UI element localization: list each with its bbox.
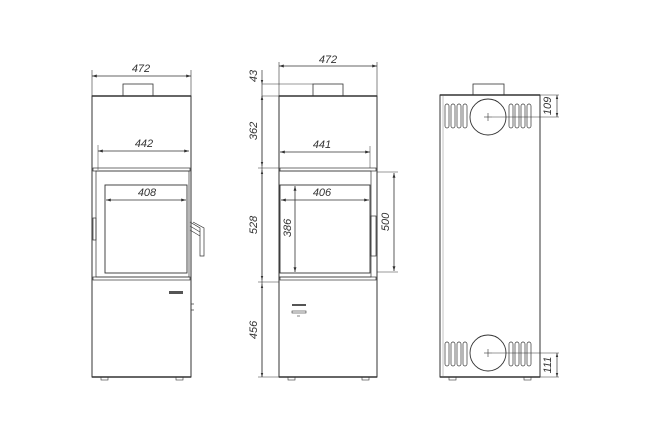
- side-inner-width-label: 441: [313, 139, 331, 151]
- side-foot-left: [287, 376, 296, 381]
- back-foot-right: [523, 376, 532, 381]
- side-foot-right: [361, 376, 370, 381]
- front-view-labels: 472 442 408: [132, 63, 157, 199]
- back-top-vents-right: [508, 103, 532, 129]
- side-view: [258, 62, 398, 381]
- side-door-height-label: 500: [380, 212, 392, 231]
- side-flue-cap: [312, 83, 344, 97]
- front-label-plate: [169, 291, 183, 294]
- side-overall-width-label: 472: [319, 54, 337, 66]
- side-lower-height-label: 456: [248, 320, 260, 339]
- back-view-labels: 109 111: [542, 97, 554, 374]
- back-foot-left: [448, 376, 457, 381]
- front-window-width-label: 408: [138, 187, 157, 199]
- front-foot-right: [175, 376, 184, 381]
- back-bottom-outlet-label: 111: [542, 357, 554, 374]
- side-door-section-height-label: 528: [248, 215, 260, 234]
- front-overall-width-label: 472: [132, 63, 150, 75]
- side-window-height-label: 386: [282, 218, 294, 237]
- front-foot-left: [100, 376, 109, 381]
- back-top-vents-left: [444, 103, 468, 129]
- side-door-handle: [370, 215, 377, 257]
- back-bottom-vents-right: [508, 341, 532, 367]
- front-view: [91, 70, 205, 381]
- side-view-labels: 472 43 362 441 528 406 386 500 456: [248, 54, 392, 339]
- side-label-plate-2: [291, 310, 307, 314]
- back-top-outlet-label: 109: [542, 97, 554, 115]
- back-flue-cap: [472, 83, 505, 96]
- side-door-glass: [279, 184, 371, 274]
- side-window-width-label: 406: [313, 187, 332, 199]
- front-inner-width-label: 442: [135, 138, 153, 150]
- side-label-plate-1: [292, 304, 306, 306]
- back-view: [439, 83, 559, 381]
- side-upper-height-label: 362: [248, 122, 260, 140]
- front-flue-cap: [122, 83, 154, 97]
- front-door-glass: [104, 184, 188, 274]
- back-bottom-vents-left: [444, 341, 468, 367]
- side-flue-height-label: 43: [248, 69, 260, 82]
- front-door-handle: [189, 221, 205, 257]
